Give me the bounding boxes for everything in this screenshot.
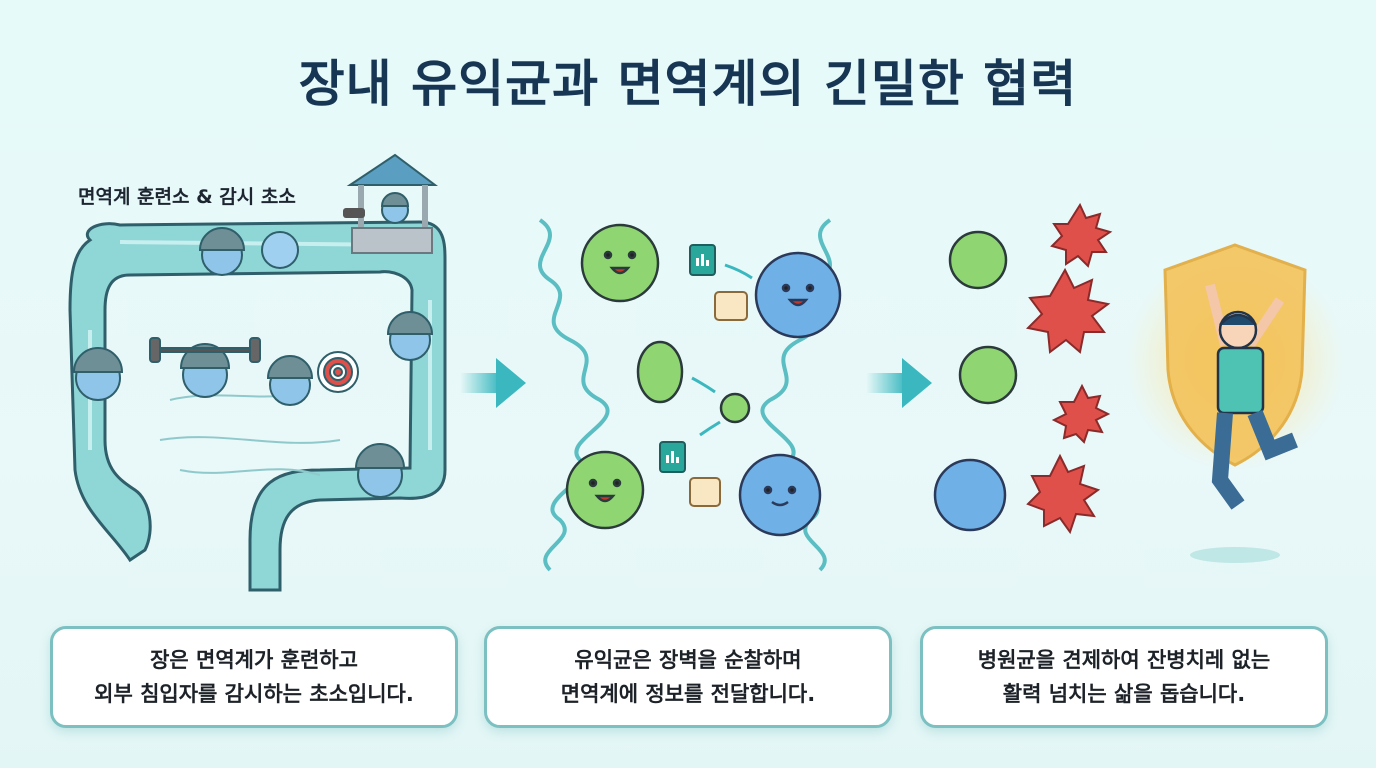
arrow-right-icon <box>460 358 526 408</box>
caption-3-line-2: 활력 넘치는 삶을 돕습니다. <box>1002 682 1246 706</box>
flow-arrow-1 <box>460 356 530 414</box>
caption-2-line-2: 면역계에 정보를 전달합니다. <box>560 682 816 706</box>
probiotic-small <box>719 392 751 424</box>
immune-cell-archer <box>266 351 359 406</box>
watchtower-icon <box>343 153 438 254</box>
caption-1-line-1: 장은 면역계가 훈련하고 <box>150 648 358 672</box>
virus-icon <box>1025 202 1113 535</box>
caption-3-line-1: 병원균을 견제하여 잔병치레 없는 <box>977 648 1271 672</box>
immune-cell-fighter <box>933 458 1007 532</box>
caption-2-line-1: 유익균은 장벽을 순찰하며 <box>574 648 802 672</box>
probiotic-cell-bottom <box>565 450 645 530</box>
immune-cell-bottom <box>738 453 822 537</box>
scroll-icon-2 <box>689 477 721 507</box>
arrow-icon <box>724 263 753 280</box>
probiotic-bean <box>636 340 684 404</box>
immune-cell-flexing <box>354 443 406 498</box>
happy-person-icon <box>1205 283 1298 510</box>
gut-wall-left <box>538 218 610 572</box>
probiotic-fighter-1 <box>948 230 1008 290</box>
probiotic-fighter-2 <box>958 345 1018 405</box>
immune-cell-top <box>754 251 842 339</box>
caption-1-line-2: 외부 침입자를 감시하는 초소입니다. <box>94 682 414 706</box>
intestine-icon <box>68 220 447 592</box>
chart-card-icon-2 <box>659 441 686 473</box>
flow-arrow-2 <box>866 356 936 414</box>
page-title: 장내 유익균과 면역계의 긴밀한 협력 <box>298 55 1078 113</box>
chart-card-icon <box>689 244 716 276</box>
panel-2-illustration <box>520 200 860 580</box>
immune-cell-guard-top <box>198 227 299 276</box>
caption-box-2: 유익균은 장벽을 순찰하며 면역계에 정보를 전달합니다. <box>484 626 892 728</box>
probiotic-cell-top <box>580 223 660 303</box>
caption-box-1: 장은 면역계가 훈련하고 외부 침입자를 감시하는 초소입니다. <box>50 626 458 728</box>
immune-cell-scout <box>386 311 434 361</box>
panel-1-label: 면역계 훈련소 & 감시 초소 <box>78 186 296 208</box>
immune-cell-guard-left <box>72 347 124 401</box>
caption-box-3: 병원균을 견제하여 잔병치레 없는 활력 넘치는 삶을 돕습니다. <box>920 626 1328 728</box>
scroll-icon <box>714 291 748 321</box>
shadow <box>1190 547 1280 563</box>
panel-1-illustration <box>50 150 460 600</box>
binoculars-icon <box>343 208 365 218</box>
dumbbell-icon <box>149 337 261 363</box>
panel-3-illustration <box>920 200 1350 580</box>
arrow-right-icon <box>866 358 932 408</box>
immune-cell-lifting <box>149 337 261 398</box>
target-icon <box>317 351 359 393</box>
